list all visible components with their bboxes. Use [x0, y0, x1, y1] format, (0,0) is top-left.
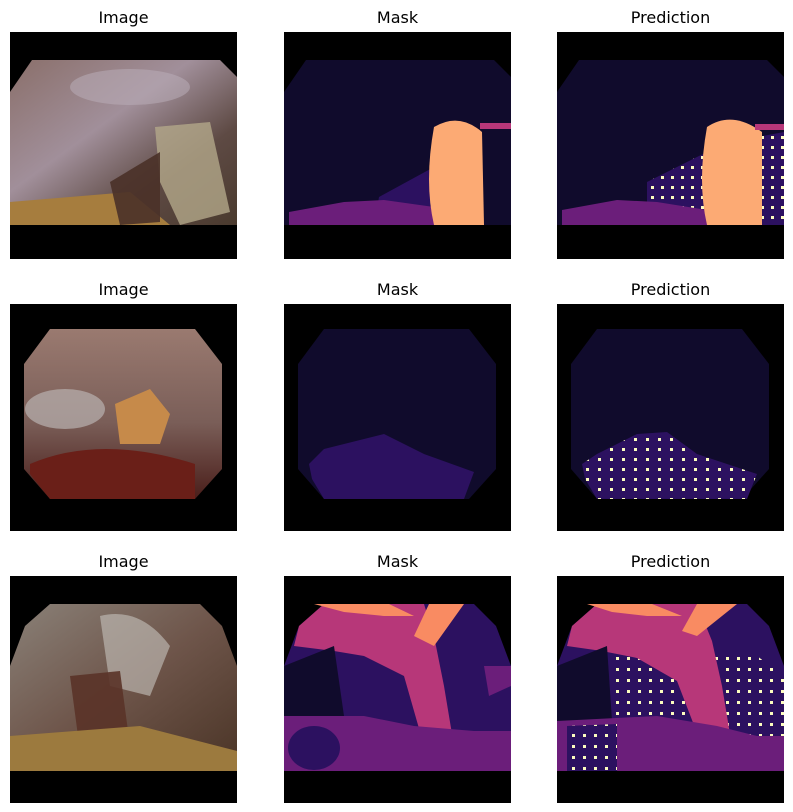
image-panel-2 [10, 304, 237, 531]
image-panel-1 [10, 32, 237, 259]
panel-title-image-2: Image [98, 280, 149, 299]
prediction-panel-2 [557, 304, 784, 531]
prediction-panel-3 [557, 576, 784, 803]
panel-title-mask-2: Mask [376, 280, 419, 299]
mask-panel-2 [284, 304, 511, 531]
mask-panel-1 [284, 32, 511, 259]
panel-title-image-1: Image [98, 8, 149, 27]
panel-title-prediction-2: Prediction [630, 280, 711, 299]
panel-title-prediction-3: Prediction [630, 552, 711, 571]
image-panel-3 [10, 576, 237, 803]
prediction-panel-1 [557, 32, 784, 259]
panel-title-mask-1: Mask [376, 8, 419, 27]
panel-title-image-3: Image [98, 552, 149, 571]
panel-title-mask-3: Mask [376, 552, 419, 571]
panel-title-prediction-1: Prediction [630, 8, 711, 27]
mask-panel-3 [284, 576, 511, 803]
